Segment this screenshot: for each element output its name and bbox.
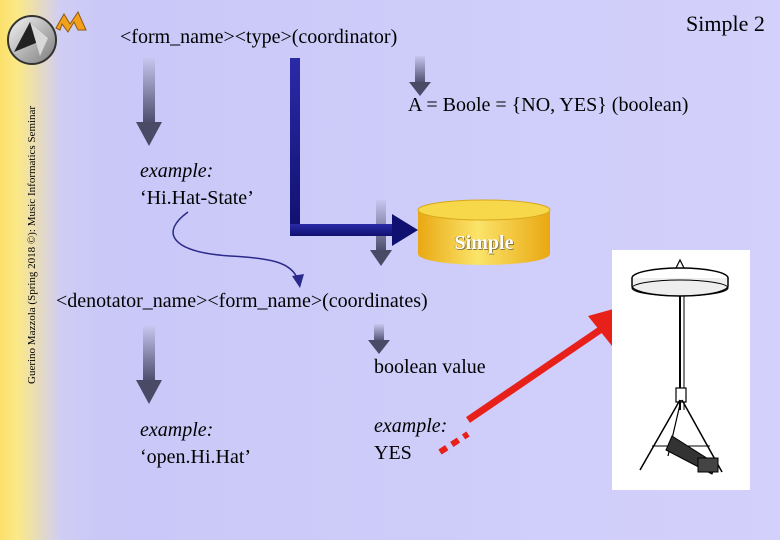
blue-connector-arrow bbox=[290, 58, 418, 246]
boole-definition: A = Boole = {NO, YES} (boolean) bbox=[408, 94, 689, 116]
hihat-image bbox=[612, 250, 750, 490]
gray-arrow-2 bbox=[409, 56, 431, 96]
form-syntax-text: <form_name><type>(coordinator) bbox=[120, 26, 398, 48]
simple-cylinder bbox=[417, 199, 551, 265]
curved-arrow bbox=[172, 211, 304, 288]
gray-arrow-4 bbox=[368, 324, 390, 354]
sidebar-strip: Guerino Mazzola (Spring 2018 ©): Music I… bbox=[0, 0, 100, 540]
logo-icon bbox=[7, 10, 87, 65]
gray-arrow-1 bbox=[136, 58, 162, 146]
denotator-syntax-text: <denotator_name><form_name>(coordinates) bbox=[56, 290, 428, 312]
simple-label: Simple bbox=[454, 232, 514, 254]
gray-arrow-3 bbox=[136, 326, 162, 404]
example-label-3: example: bbox=[374, 415, 448, 437]
example-value-2: ‘open.Hi.Hat’ bbox=[140, 446, 252, 468]
example-value-3: YES bbox=[374, 442, 412, 464]
boolean-value-text: boolean value bbox=[374, 356, 486, 378]
example-label-2: example: bbox=[140, 419, 214, 441]
slide-title: Simple 2 bbox=[686, 11, 765, 36]
example-value-1: ‘Hi.Hat-State’ bbox=[140, 187, 254, 209]
gray-arrow-5 bbox=[370, 200, 392, 266]
example-label-1: example: bbox=[140, 160, 214, 182]
hihat-drawing bbox=[631, 258, 729, 475]
